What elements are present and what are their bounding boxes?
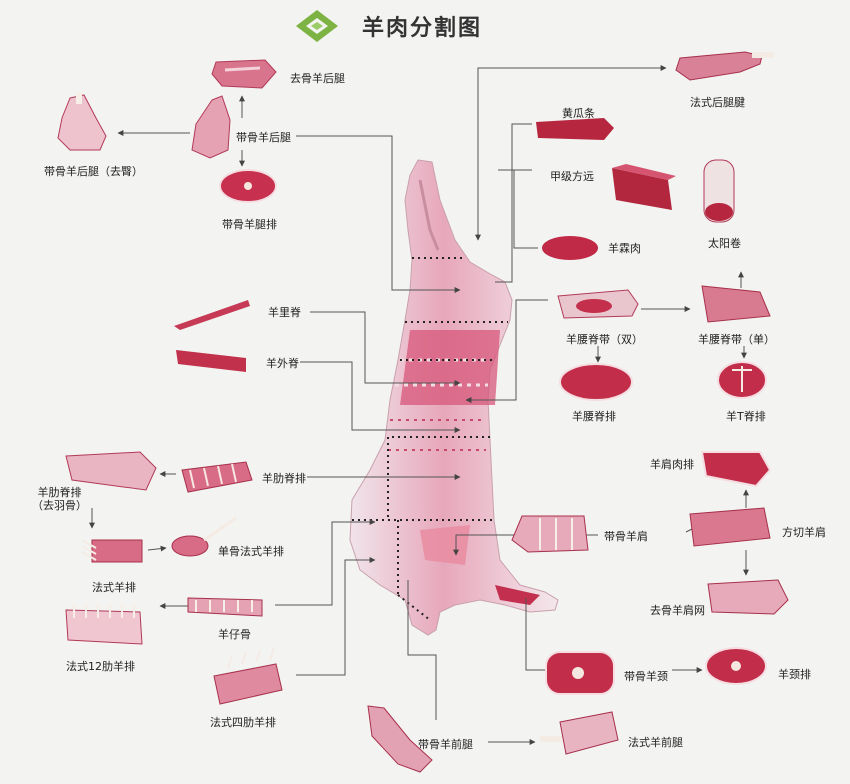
connector-lines [89,65,749,745]
label-loin-chop: 羊腰脊排 [572,410,616,423]
cut-images [57,51,789,773]
label-frenched-4-rib: 法式四肋羊排 [210,716,276,729]
label-striploin: 羊外脊 [266,357,299,370]
label-loin-single: 羊腰脊带（单） [698,333,775,346]
label-tenderloin: 羊里脊 [268,306,301,319]
label-bone-in-foreshank: 带骨羊前腿 [418,738,473,751]
label-single-frenched-chop: 单骨法式羊排 [218,545,284,558]
label-boneless-leg: 去骨羊后腿 [290,72,345,85]
label-rack-cap-off-line1: 羊肋脊排 [37,486,82,499]
label-bone-in-shoulder: 带骨羊肩 [604,530,648,543]
label-silverside: 黄瓜条 [562,107,595,120]
label-knuckle: 羊霖肉 [608,242,641,255]
label-rack-cap-off: 羊肋脊排 （去羽骨） [32,486,87,512]
label-t-bone: 羊T脊排 [726,410,766,423]
cut-lines [352,257,508,621]
label-bone-in-leg: 带骨羊后腿 [236,131,291,144]
label-loin-double: 羊腰脊带（双） [566,333,643,346]
label-rack-cap-off-line2: （去羽骨） [32,499,87,512]
label-leg-steak: 带骨羊腿排 [222,218,277,231]
page-title: 羊肉分割图 [362,16,483,41]
label-breast-riblets: 羊仔骨 [218,628,251,641]
label-frenched-12-rib: 法式12肋羊排 [66,660,135,673]
label-shoulder-chop: 羊肩肉排 [650,458,694,471]
label-eye-roll: 太阳卷 [708,237,741,250]
label-frenched-shank: 法式后腿腱 [690,96,745,109]
label-frenched-foreshank: 法式羊前腿 [628,736,683,749]
label-bone-in-neck: 带骨羊颈 [624,670,668,683]
logo-icon [296,10,338,42]
label-frenched-rack: 法式羊排 [92,581,136,594]
label-square-cut-shoulder: 方切羊肩 [782,526,826,539]
label-rack: 羊肋脊排 [262,472,306,485]
label-topside-block: 甲级方远 [550,170,594,183]
carcass [349,159,559,636]
label-neck-chop: 羊颈排 [778,668,811,681]
label-boneless-shoulder-net: 去骨羊肩网 [650,604,705,617]
label-bone-in-leg-no-rump: 带骨羊后腿（去臀） [44,165,143,178]
